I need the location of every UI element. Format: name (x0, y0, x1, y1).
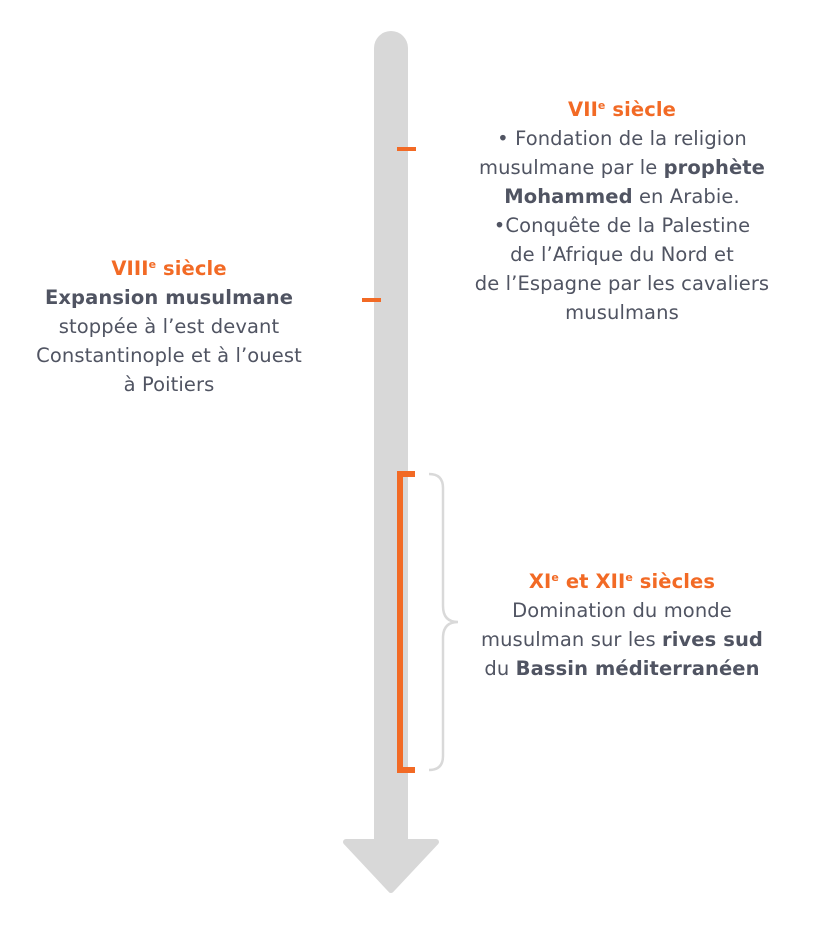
curly-brace (428, 472, 459, 772)
period-bracket-xi-xii (397, 471, 415, 773)
event-text-line: stoppée à l’est devant (58, 315, 280, 338)
event-title: VIIIe siècle (111, 257, 227, 280)
event-title: XIe et XIIe siècles (528, 570, 716, 593)
event-text-line: Domination du monde (512, 599, 732, 622)
event-text-line: musulmane par le prophète (478, 156, 766, 179)
event-title: VIIe siècle (568, 98, 676, 121)
event-xi-xii-centuries: XIe et XIIe siècles Domination du monde … (462, 567, 782, 683)
event-text-line: Expansion musulmane (44, 286, 294, 309)
tick-mark-vii (397, 147, 416, 151)
event-text-line: Constantinople et à l’ouest (36, 344, 302, 367)
timeline-arrowhead (343, 839, 439, 893)
event-text-line: du Bassin méditerranéen (484, 657, 760, 680)
event-text-line: à Poitiers (123, 373, 215, 396)
event-text-line: • Fondation de la religion (497, 127, 747, 150)
event-text-line: de l’Espagne par les cavaliers (474, 272, 770, 295)
event-text-line: •Conquête de la Palestine (493, 214, 751, 237)
event-viii-century: VIIIe siècle Expansion musulmane stoppée… (4, 254, 334, 399)
tick-mark-viii (362, 298, 381, 302)
event-text-line: musulman sur les rives sud (481, 628, 763, 651)
event-vii-century: VIIe siècle • Fondation de la religion m… (452, 95, 792, 327)
event-text-line: musulmans (565, 301, 679, 324)
event-text-line: Mohammed en Arabie. (504, 185, 740, 208)
event-text-line: de l’Afrique du Nord et (510, 243, 734, 266)
